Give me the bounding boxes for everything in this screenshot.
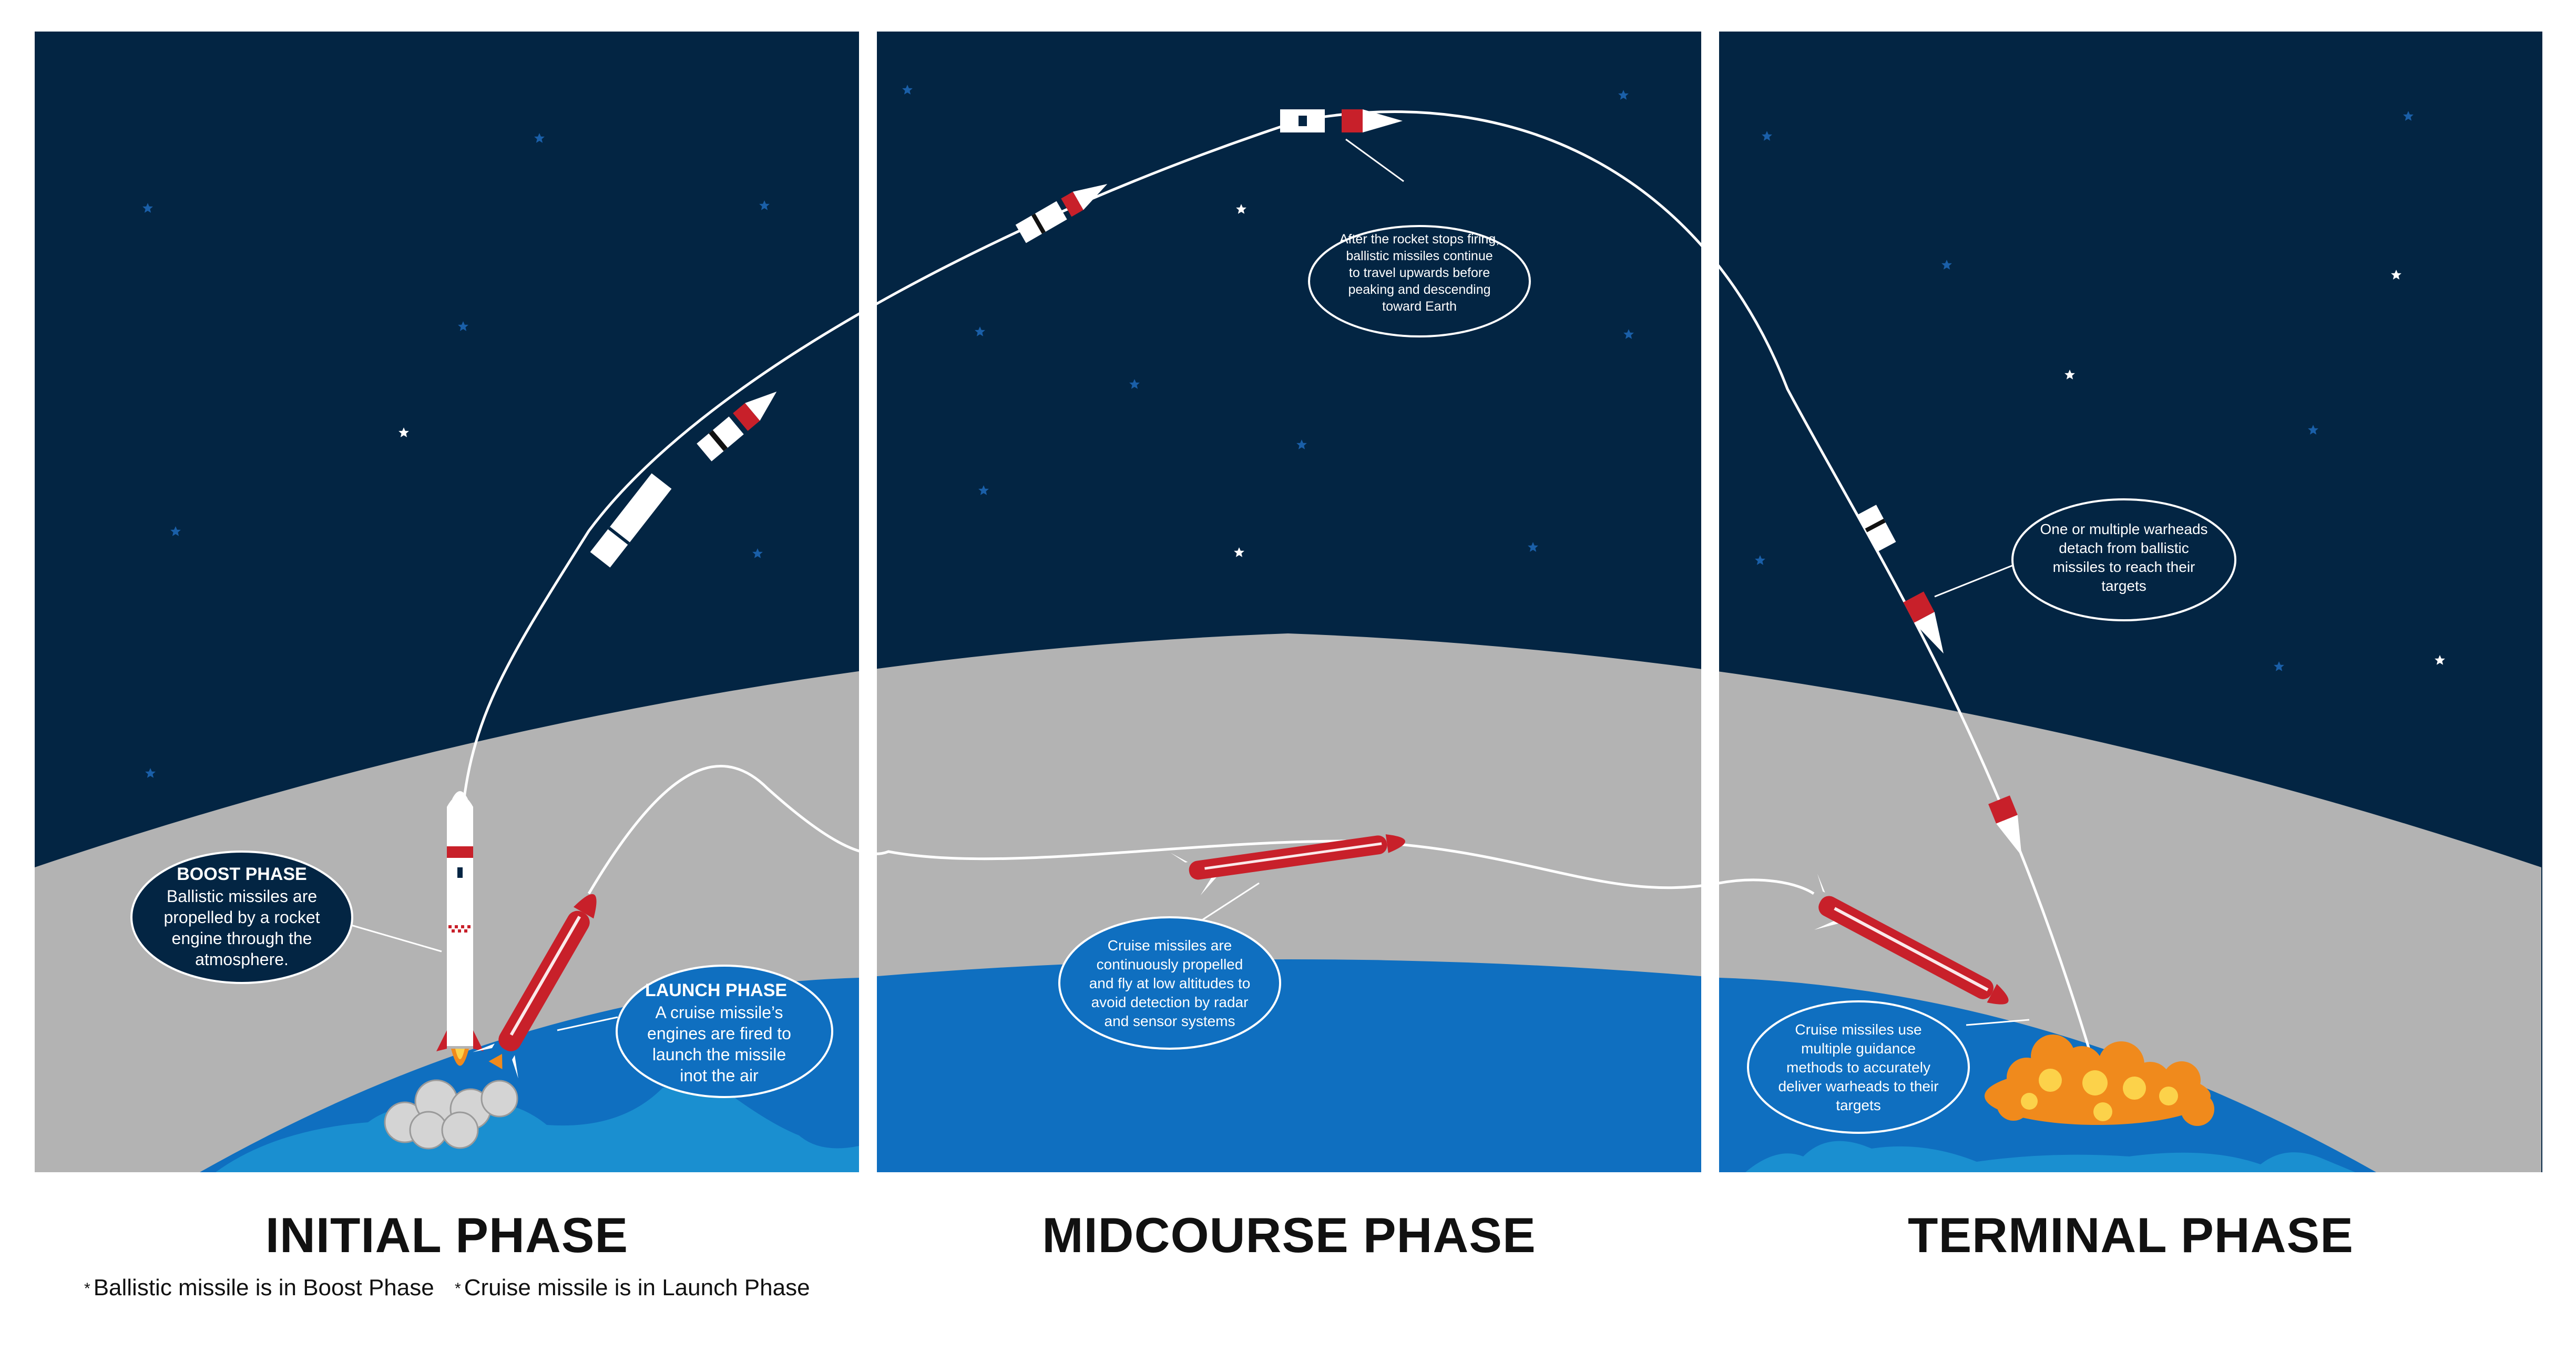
ballistic-midcourse-line: toward Earth xyxy=(1382,299,1457,314)
launch-phase-line: engines are fired to xyxy=(647,1024,791,1043)
ballistic-midcourse-callout: After the rocket stops firing, ballistic… xyxy=(1308,225,1531,337)
cruise-midcourse-callout: Cruise missiles are continuously propell… xyxy=(1058,916,1281,1050)
cruise-terminal-line: methods to accurately xyxy=(1786,1059,1930,1076)
ballistic-missile-icon xyxy=(436,791,484,1066)
warhead-icon xyxy=(1857,505,2022,856)
launch-phase-callout: LAUNCH PHASE A cruise missile’s engines … xyxy=(616,965,833,1098)
cruise-terminal-callout: Cruise missiles use multiple guidance me… xyxy=(1747,1000,1970,1134)
ballistic-missile-stages-icon xyxy=(590,392,777,568)
warheads-line: detach from ballistic xyxy=(2059,540,2189,556)
footnote-marker: * xyxy=(455,1280,461,1298)
boost-phase-line: atmosphere. xyxy=(195,950,289,969)
earth-land xyxy=(1745,1141,2355,1172)
launch-phase-line: A cruise missile’s xyxy=(655,1003,783,1022)
boost-phase-line: engine through the xyxy=(172,929,312,948)
warheads-line: missiles to reach their xyxy=(2053,559,2195,575)
ballistic-midcourse-line: ballistic missiles continue xyxy=(1346,249,1493,263)
footnote-ballistic: *Ballistic missile is in Boost Phase xyxy=(84,1272,434,1305)
cruise-midcourse-line: avoid detection by radar xyxy=(1091,994,1249,1010)
cruise-missile-icon xyxy=(1814,873,2009,1005)
ballistic-midcourse-line: After the rocket stops firing, xyxy=(1340,232,1499,247)
ballistic-midcourse-line: to travel upwards before xyxy=(1349,265,1490,280)
cruise-midcourse-line: continuously propelled xyxy=(1097,956,1243,972)
ballistic-midcourse-line: peaking and descending xyxy=(1348,282,1490,297)
cruise-missile-icon xyxy=(473,894,597,1079)
launch-phase-line: launch the missile xyxy=(652,1045,786,1064)
launch-phase-heading: LAUNCH PHASE xyxy=(645,980,787,1000)
cruise-terminal-line: targets xyxy=(1836,1097,1881,1113)
cruise-terminal-line: deliver warheads to their xyxy=(1778,1078,1938,1094)
boost-phase-line: propelled by a rocket xyxy=(163,908,320,927)
initial-phase-title: INITIAL PHASE xyxy=(265,1207,629,1263)
warheads-line: One or multiple warheads xyxy=(2040,521,2207,537)
boost-phase-callout: BOOST PHASE Ballistic missiles are prope… xyxy=(130,851,353,984)
footnote-text: Cruise missile is in Launch Phase xyxy=(464,1275,810,1300)
warheads-callout: One or multiple warheads detach from bal… xyxy=(2011,498,2236,621)
cruise-midcourse-line: and sensor systems xyxy=(1105,1013,1235,1029)
cruise-midcourse-line: Cruise missiles are xyxy=(1108,937,1232,954)
smoke-cloud-icon xyxy=(384,1079,518,1150)
warheads-line: targets xyxy=(2101,578,2146,594)
ballistic-missile-rising-icon xyxy=(1015,184,1108,243)
explosion-icon xyxy=(1985,1035,2214,1126)
earth-ocean xyxy=(877,959,1701,1172)
footnote-marker: * xyxy=(84,1280,90,1298)
ballistic-missile-apogee-icon xyxy=(1280,109,1403,132)
cruise-midcourse-line: and fly at low altitudes to xyxy=(1089,975,1251,991)
footnote-cruise: *Cruise missile is in Launch Phase xyxy=(455,1272,810,1305)
cruise-terminal-line: Cruise missiles use xyxy=(1795,1021,1921,1038)
boost-phase-line: Ballistic missiles are xyxy=(167,887,317,906)
midcourse-phase-title: MIDCOURSE PHASE xyxy=(1042,1207,1536,1263)
terminal-phase-title: TERMINAL PHASE xyxy=(1908,1207,2354,1263)
cruise-terminal-line: multiple guidance xyxy=(1801,1040,1916,1057)
earth-land xyxy=(216,1082,859,1172)
footnote-text: Ballistic missile is in Boost Phase xyxy=(93,1275,434,1300)
launch-phase-line: inot the air xyxy=(680,1066,759,1085)
boost-phase-heading: BOOST PHASE xyxy=(177,864,306,884)
cruise-trajectory xyxy=(587,764,1815,895)
midcourse-phase-panel xyxy=(877,32,1701,1172)
